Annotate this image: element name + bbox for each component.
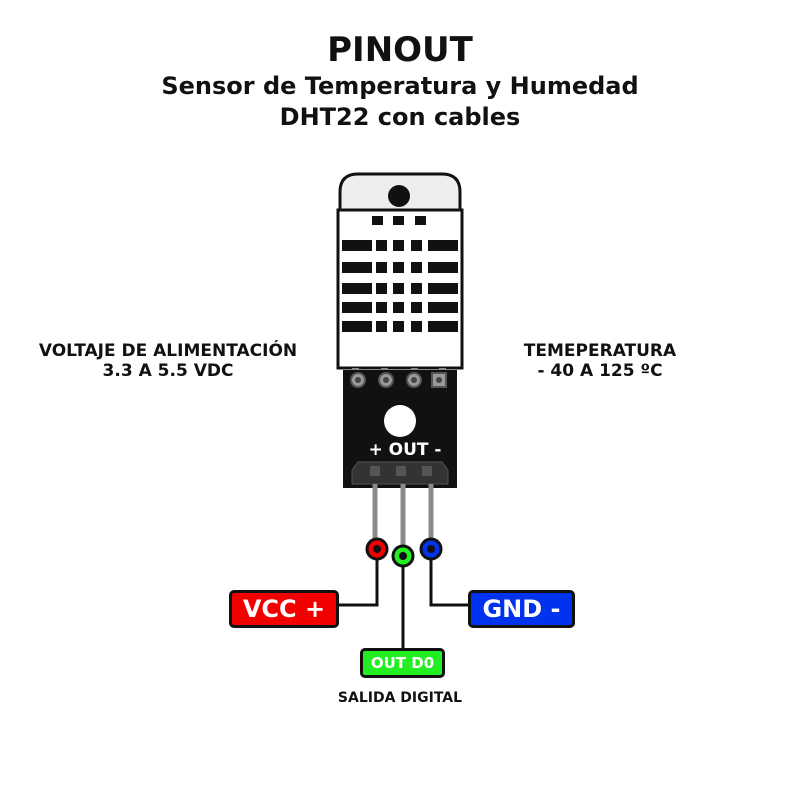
temperature-spec-label: TEMEPERATURA [523, 341, 677, 361]
vcc-pin-label: VCC + [229, 590, 339, 628]
diagram-subtitle-line1: Sensor de Temperatura y Humedad [161, 72, 639, 100]
diagram-title: PINOUT [327, 30, 473, 70]
voltage-spec-label: VOLTAJE DE ALIMENTACIÓN [38, 341, 298, 361]
diagram-subtitle-line2: DHT22 con cables [279, 103, 521, 131]
sensor-housing [336, 172, 464, 374]
gnd-pin-label: GND - [468, 590, 575, 628]
pin-wires [339, 484, 468, 650]
vent-grille [342, 240, 458, 332]
out-pin-label: OUT D0 [360, 648, 445, 678]
voltage-spec-value: 3.3 A 5.5 VDC [102, 361, 234, 381]
temperature-spec: TEMEPERATURA - 40 A 125 ºC [500, 341, 700, 381]
pcb-header-marking: + OUT - [368, 440, 442, 460]
mounting-hole [384, 405, 416, 437]
voltage-spec: VOLTAJE DE ALIMENTACIÓN 3.3 A 5.5 VDC [18, 341, 318, 381]
housing-hole [388, 185, 410, 207]
temperature-spec-value: - 40 A 125 ºC [537, 361, 663, 381]
sensor-pcb [343, 370, 457, 488]
out-pin-description: SALIDA DIGITAL [337, 690, 463, 706]
